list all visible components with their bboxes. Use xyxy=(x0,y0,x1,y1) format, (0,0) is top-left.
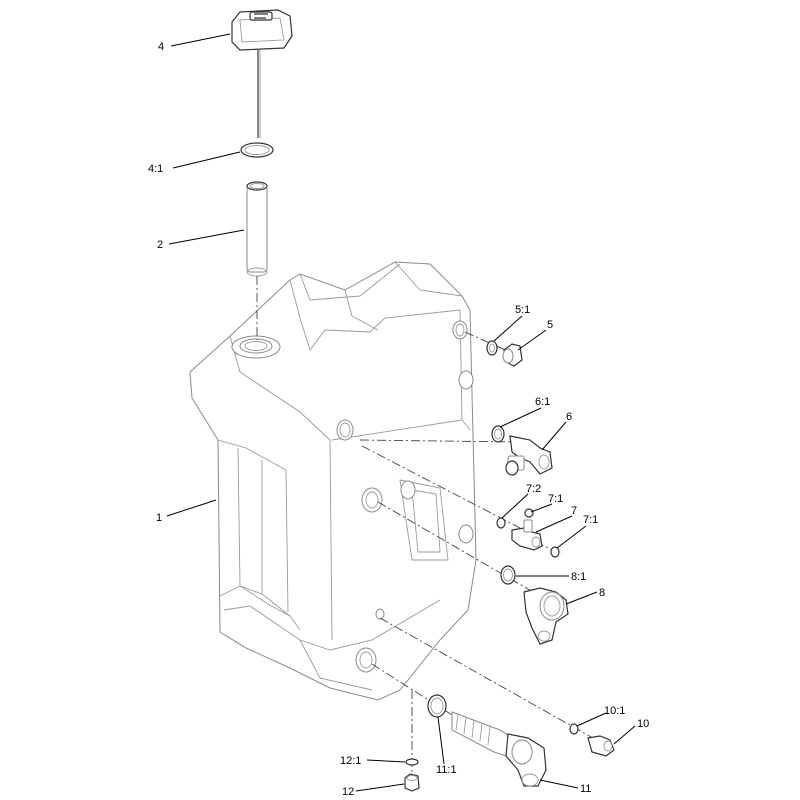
callout-4-1: 4:1 xyxy=(148,163,163,175)
callout-10-1: 10:1 xyxy=(604,705,625,717)
filler-neck-tube xyxy=(246,181,268,277)
o-ring-8-1 xyxy=(500,565,516,585)
elbow-fitting-6 xyxy=(505,435,553,476)
o-ring-12-1 xyxy=(405,758,419,766)
fitting-10 xyxy=(587,735,615,757)
callout-8: 8 xyxy=(599,587,605,599)
callout-6: 6 xyxy=(566,411,572,423)
callout-1: 1 xyxy=(156,512,162,524)
callout-5: 5 xyxy=(547,319,553,331)
o-ring-4-1 xyxy=(240,142,274,158)
callout-8-1: 8:1 xyxy=(571,571,586,583)
o-ring-10-1 xyxy=(569,723,579,735)
callout-12-1: 12:1 xyxy=(340,755,361,767)
callout-6-1: 6:1 xyxy=(535,396,550,408)
o-ring-11-1 xyxy=(427,694,447,718)
callout-4: 4 xyxy=(158,41,164,53)
tee-fitting-7 xyxy=(511,519,543,551)
callout-7: 7 xyxy=(571,505,577,517)
callout-11: 11 xyxy=(580,783,591,795)
callout-11-1: 11:1 xyxy=(436,764,457,776)
o-ring-6-1 xyxy=(491,425,505,443)
o-ring-7-1-top xyxy=(524,508,534,518)
suction-filter-11 xyxy=(451,711,547,787)
centerline-6 xyxy=(359,439,521,443)
o-ring-5-1 xyxy=(486,340,498,356)
callout-12: 12 xyxy=(342,786,354,798)
o-ring-7-1-side xyxy=(550,546,560,558)
o-ring-7-2 xyxy=(496,517,506,529)
callout-7-1-side: 7:1 xyxy=(583,514,598,526)
centerline-10 xyxy=(379,617,601,743)
callout-5-1: 5:1 xyxy=(515,304,530,316)
fuel-tank xyxy=(189,261,477,701)
tank-cap-with-gauge xyxy=(231,9,293,138)
callout-2: 2 xyxy=(157,239,163,251)
callout-10: 10 xyxy=(637,718,649,730)
plug-5 xyxy=(502,343,523,367)
plug-12 xyxy=(404,773,420,792)
centerline-7 xyxy=(361,445,521,529)
centerline-5 xyxy=(464,331,511,353)
elbow-fitting-8 xyxy=(523,587,569,645)
leader-lines xyxy=(166,33,636,792)
callout-7-2: 7:2 xyxy=(526,483,541,495)
callout-7-1-top: 7:1 xyxy=(548,493,563,505)
